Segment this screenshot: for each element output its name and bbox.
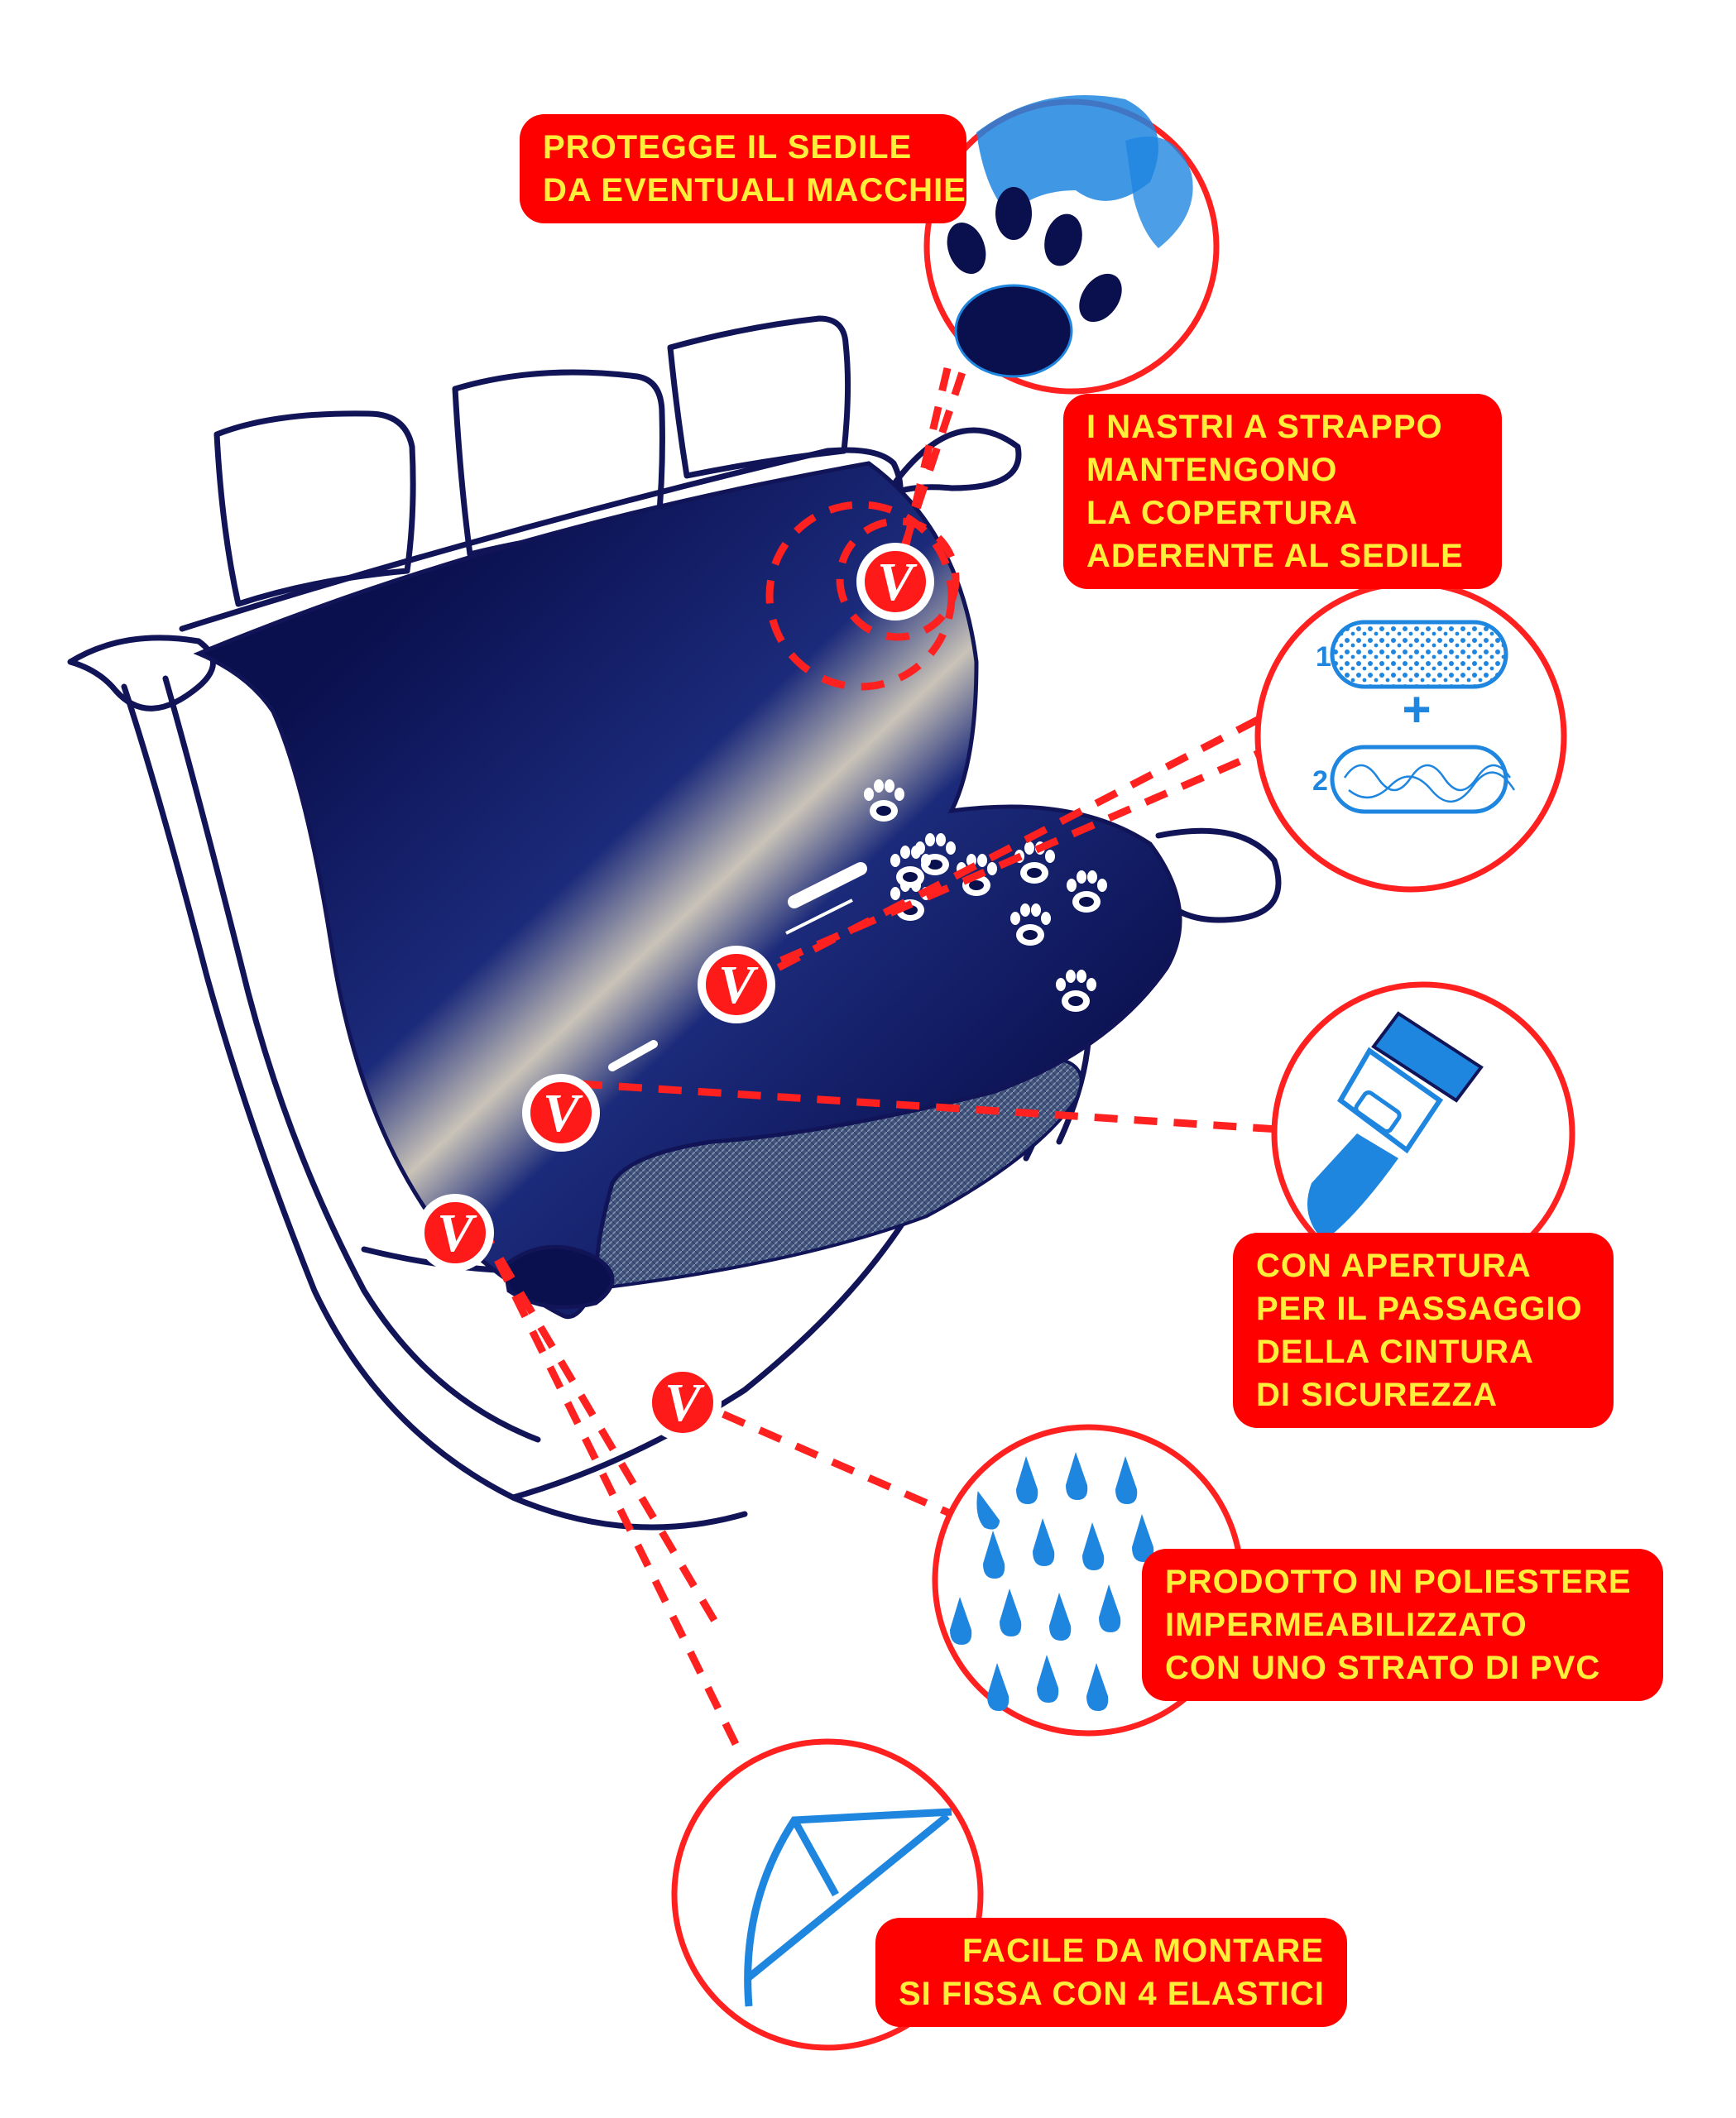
- callout-seatbelt-line: CON APERTURA: [1256, 1248, 1532, 1284]
- velcro-layer-2-label: 2: [1312, 765, 1328, 797]
- velcro-plus-label: +: [1402, 682, 1431, 737]
- callout-waterproof-line: CON UNO STRATO DI PVC: [1165, 1650, 1601, 1686]
- callout-seatbelt: CON APERTURA PER IL PASSAGGIO DELLA CINT…: [1233, 1233, 1614, 1428]
- callout-seatbelt-line: PER IL PASSAGGIO: [1256, 1291, 1583, 1327]
- callout-velcro-line: ADERENTE AL SEDILE: [1086, 538, 1464, 574]
- seatbelt-buckle-icon: [1271, 981, 1575, 1286]
- check-mark: [861, 547, 930, 616]
- callout-install: FACILE DA MONTARE SI FISSA CON 4 ELASTIC…: [875, 1918, 1347, 2027]
- callout-seatbelt-line: DI SICUREZZA: [1256, 1377, 1498, 1413]
- check-mark: [526, 1078, 596, 1148]
- check-mark: [648, 1368, 717, 1437]
- velcro-layers-icon: 1 + 2: [1254, 580, 1567, 893]
- check-mark: [702, 950, 771, 1019]
- callout-install-line: SI FISSA CON 4 ELASTICI: [899, 1976, 1325, 2012]
- callout-stains-line: PROTEGGE IL SEDILE: [543, 129, 913, 165]
- callout-velcro-line: MANTENGONO: [1086, 452, 1338, 488]
- callout-waterproof-line: PRODOTTO IN POLIESTERE: [1165, 1564, 1632, 1600]
- callout-stains: PROTEGGE IL SEDILE DA EVENTUALI MACCHIE: [520, 114, 966, 223]
- callout-leader-lines: [476, 358, 1280, 1747]
- callout-velcro-line: LA COPERTURA: [1086, 495, 1359, 531]
- velcro-layer-1-label: 1: [1316, 641, 1331, 673]
- seat-outline: [67, 315, 1282, 1531]
- callout-waterproof-line: IMPERMEABILIZZATO: [1165, 1607, 1527, 1643]
- callout-stains-line: DA EVENTUALI MACCHIE: [543, 172, 966, 208]
- callout-velcro-line: I NASTRI A STRAPPO: [1086, 409, 1443, 445]
- callout-velcro: I NASTRI A STRAPPO MANTENGONO LA COPERTU…: [1063, 394, 1502, 589]
- callout-install-line: FACILE DA MONTARE: [962, 1933, 1324, 1969]
- check-mark: [420, 1198, 490, 1267]
- callout-seatbelt-line: DELLA CINTURA: [1256, 1334, 1534, 1370]
- callout-waterproof: PRODOTTO IN POLIESTERE IMPERMEABILIZZATO…: [1142, 1549, 1663, 1701]
- paw-print-icon: [923, 95, 1220, 395]
- seat-cover: [193, 461, 1182, 1319]
